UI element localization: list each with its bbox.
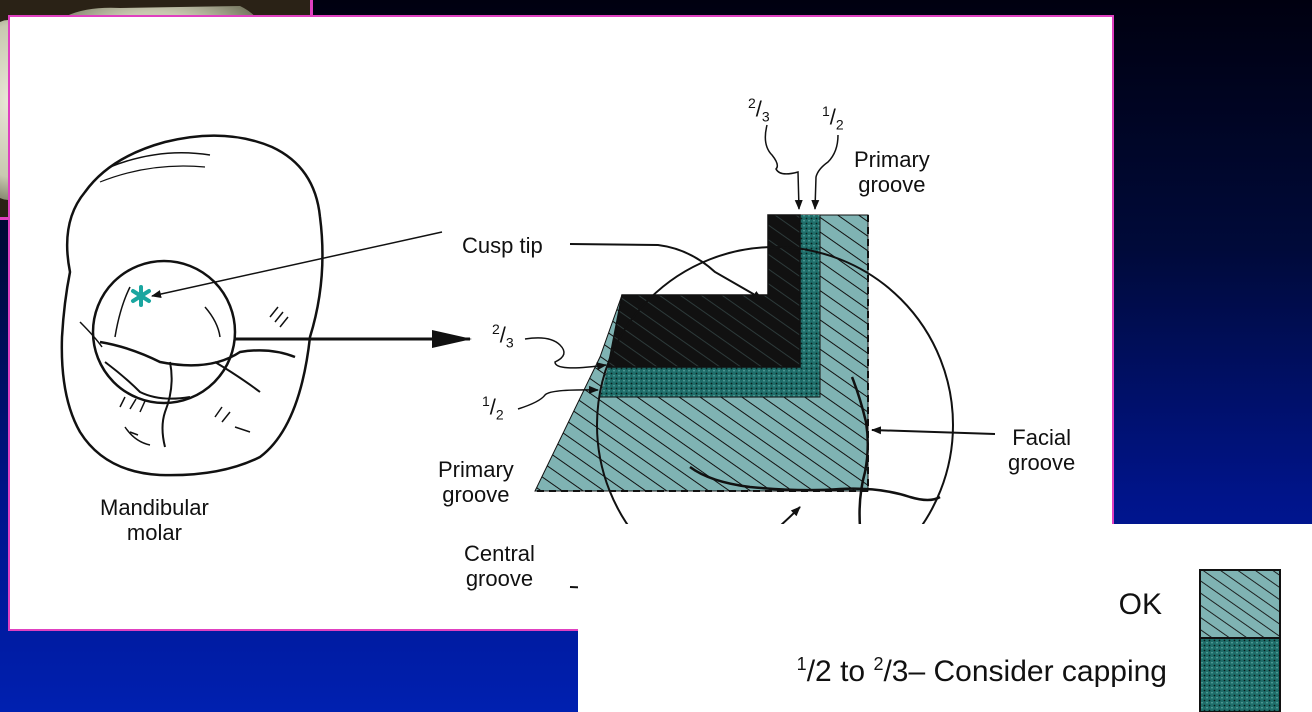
legend-to: to <box>840 655 866 688</box>
frac-num: 2 <box>492 321 500 337</box>
legend-frac-den1: 2 <box>815 655 832 688</box>
primary-groove-top-label: Primary groove <box>854 147 930 198</box>
leader-line <box>151 231 443 298</box>
frac-one-half-top-pointer <box>811 134 839 210</box>
cusp-tip-pointer <box>569 243 763 300</box>
frac-num: 1 <box>822 103 830 119</box>
frac-num: 1 <box>482 393 490 409</box>
frac-two-thirds-left: 2/3 <box>492 321 514 351</box>
frac-den: 3 <box>761 108 770 125</box>
frac-one-half-left: 1/2 <box>482 393 504 423</box>
central-groove-line <box>689 465 941 502</box>
legend-frac-num1: 1 <box>796 654 807 674</box>
asterisk-icon <box>131 285 151 307</box>
cusp-tip-label: Cusp tip <box>462 233 543 258</box>
diagram-svg <box>60 124 996 604</box>
primary-groove-left-label: Primary groove <box>438 457 514 508</box>
tooth-label: Mandibular molar <box>100 495 209 546</box>
frac-one-half-left-pointer <box>517 385 599 410</box>
legend-capping-label: 1/2 to 2/3– Consider capping <box>796 654 1167 688</box>
frac-den: 3 <box>505 334 514 351</box>
frac-two-thirds-left-pointer <box>524 337 607 371</box>
frac-den: 2 <box>835 116 844 133</box>
legend-swatches <box>1199 569 1281 712</box>
legend-capping-swatch <box>1199 637 1281 712</box>
legend-capping-suffix: – Consider capping <box>908 655 1167 688</box>
legend: OK 1/2 to 2/3– Consider capping <box>578 524 1312 712</box>
frac-den: 2 <box>495 406 504 423</box>
magnified-section <box>534 214 869 492</box>
frac-one-half-top: 1/2 <box>822 103 844 133</box>
legend-ok-label: OK <box>1118 588 1162 621</box>
tooth-sketch <box>60 134 324 477</box>
central-groove-label: Central groove <box>464 541 535 592</box>
frac-two-thirds-top: 2/3 <box>748 95 770 125</box>
facial-groove-label: Facial groove <box>1008 425 1076 476</box>
facial-groove-pointer <box>871 426 996 435</box>
legend-frac-num2: 2 <box>873 654 884 674</box>
frac-num: 2 <box>748 95 756 111</box>
frac-two-thirds-top-pointer <box>764 124 803 210</box>
legend-frac-den2: 3 <box>891 655 909 688</box>
legend-ok-swatch <box>1199 569 1281 639</box>
